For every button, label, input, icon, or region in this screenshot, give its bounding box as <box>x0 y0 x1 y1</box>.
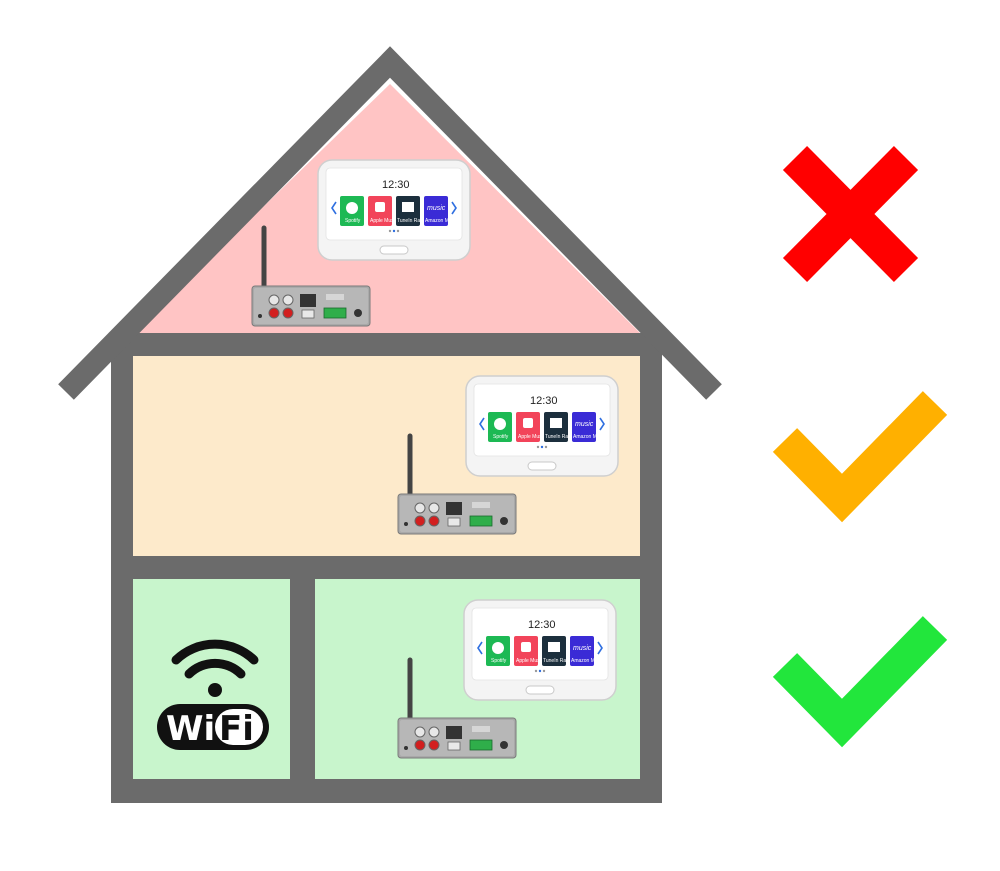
tile-amazon-music: music Amazon Music <box>424 196 458 226</box>
tile-tunein: TuneIn Radio <box>544 412 575 442</box>
tile-tunein: TuneIn Radio <box>542 636 573 666</box>
tile-label: Spotify <box>345 218 361 224</box>
check-icon <box>772 391 948 523</box>
cross-icon <box>782 146 919 282</box>
tile-label: TuneIn Radio <box>543 658 573 664</box>
tile-tunein: TuneIn Radio <box>396 196 427 226</box>
tile-apple-music: Apple Music <box>516 412 546 442</box>
tile-label: Apple Music <box>518 434 546 440</box>
tile-label: TuneIn Radio <box>545 434 575 440</box>
tile-spotify: Spotify <box>488 412 512 442</box>
panel-time: 12:30 <box>382 179 410 191</box>
tile-label: TuneIn Radio <box>397 218 427 224</box>
panel-time: 12:30 <box>528 619 556 631</box>
ground-amplifier <box>397 657 517 759</box>
middle-wall-panel: 12:30 Spotify Apple Music TuneIn Radio m… <box>465 375 619 477</box>
tile-amazon-word: music <box>575 421 594 428</box>
attic-wall-panel: 12:30 Spotify Apple Music TuneIn Radio m… <box>317 159 471 261</box>
tile-label: Spotify <box>491 658 507 664</box>
tile-label: Amazon Music <box>573 434 606 440</box>
wifi-badge-inner <box>215 709 263 745</box>
wifi-text-right: Fi <box>219 709 254 749</box>
tile-amazon-word: music <box>427 205 446 212</box>
wifi-signal-icon <box>171 639 259 679</box>
tile-label: Apple Music <box>516 658 544 664</box>
wifi-text-left: Wi <box>166 709 215 749</box>
middle-amplifier <box>397 433 517 535</box>
tile-amazon-music: music Amazon Music <box>570 636 604 666</box>
tile-label: Amazon Music <box>425 218 458 224</box>
tile-apple-music: Apple Music <box>514 636 544 666</box>
tile-label: Apple Music <box>370 218 398 224</box>
wifi-dot <box>208 683 222 697</box>
house <box>58 46 722 803</box>
tile-spotify: Spotify <box>486 636 510 666</box>
house-frame <box>111 333 662 803</box>
tile-label: Amazon Music <box>571 658 604 664</box>
tile-amazon-word: music <box>573 645 592 652</box>
tile-spotify: Spotify <box>340 196 364 226</box>
tile-apple-music: Apple Music <box>368 196 398 226</box>
ground-wall-panel: 12:30 Spotify Apple Music TuneIn Radio m… <box>463 599 617 701</box>
panel-time: 12:30 <box>530 395 558 407</box>
check-icon <box>772 616 948 748</box>
wifi-logo: Wi Fi <box>157 639 269 750</box>
tile-amazon-music: music Amazon Music <box>572 412 606 442</box>
roof <box>58 46 722 400</box>
attic-amplifier <box>251 225 371 327</box>
tile-label: Spotify <box>493 434 509 440</box>
